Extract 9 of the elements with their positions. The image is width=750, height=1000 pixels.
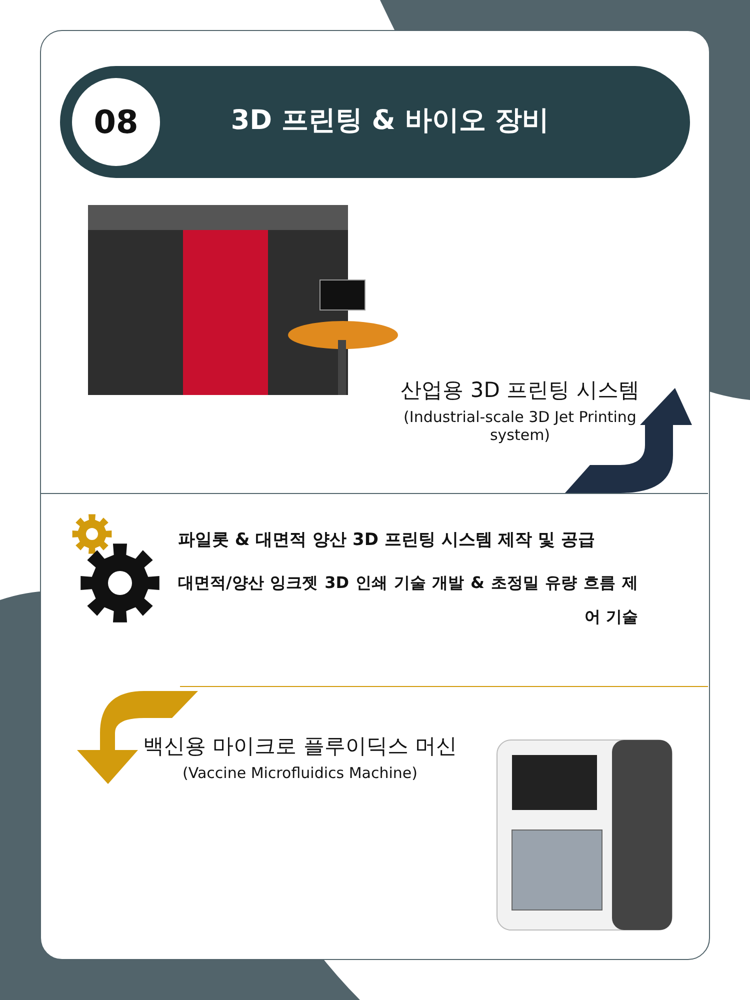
node-label: 백신용 마이크로 플루이딕스 머신 <box>142 733 458 760</box>
node-label: 산업용 3D 프린팅 시스템 <box>400 377 640 404</box>
lab-machine-drawing <box>496 740 672 930</box>
printer-drawing <box>88 205 398 395</box>
heading: 3D 프린팅 & 바이오 장비 <box>230 104 550 138</box>
node-label-subtitle: (Vaccine Microfluidics Machine) <box>182 764 418 782</box>
feature-text: 파일롯 & 대면적 양산 3D 프린팅 시스템 제작 및 공급 <box>178 529 596 551</box>
feature-text: 대면적/양산 잉크젯 3D 인쇄 기술 개발 & 초정밀 유량 흐름 제어 기술 <box>178 572 638 628</box>
node-label-subtitle: (Industrial-scale 3D Jet Printing system) <box>402 408 638 444</box>
